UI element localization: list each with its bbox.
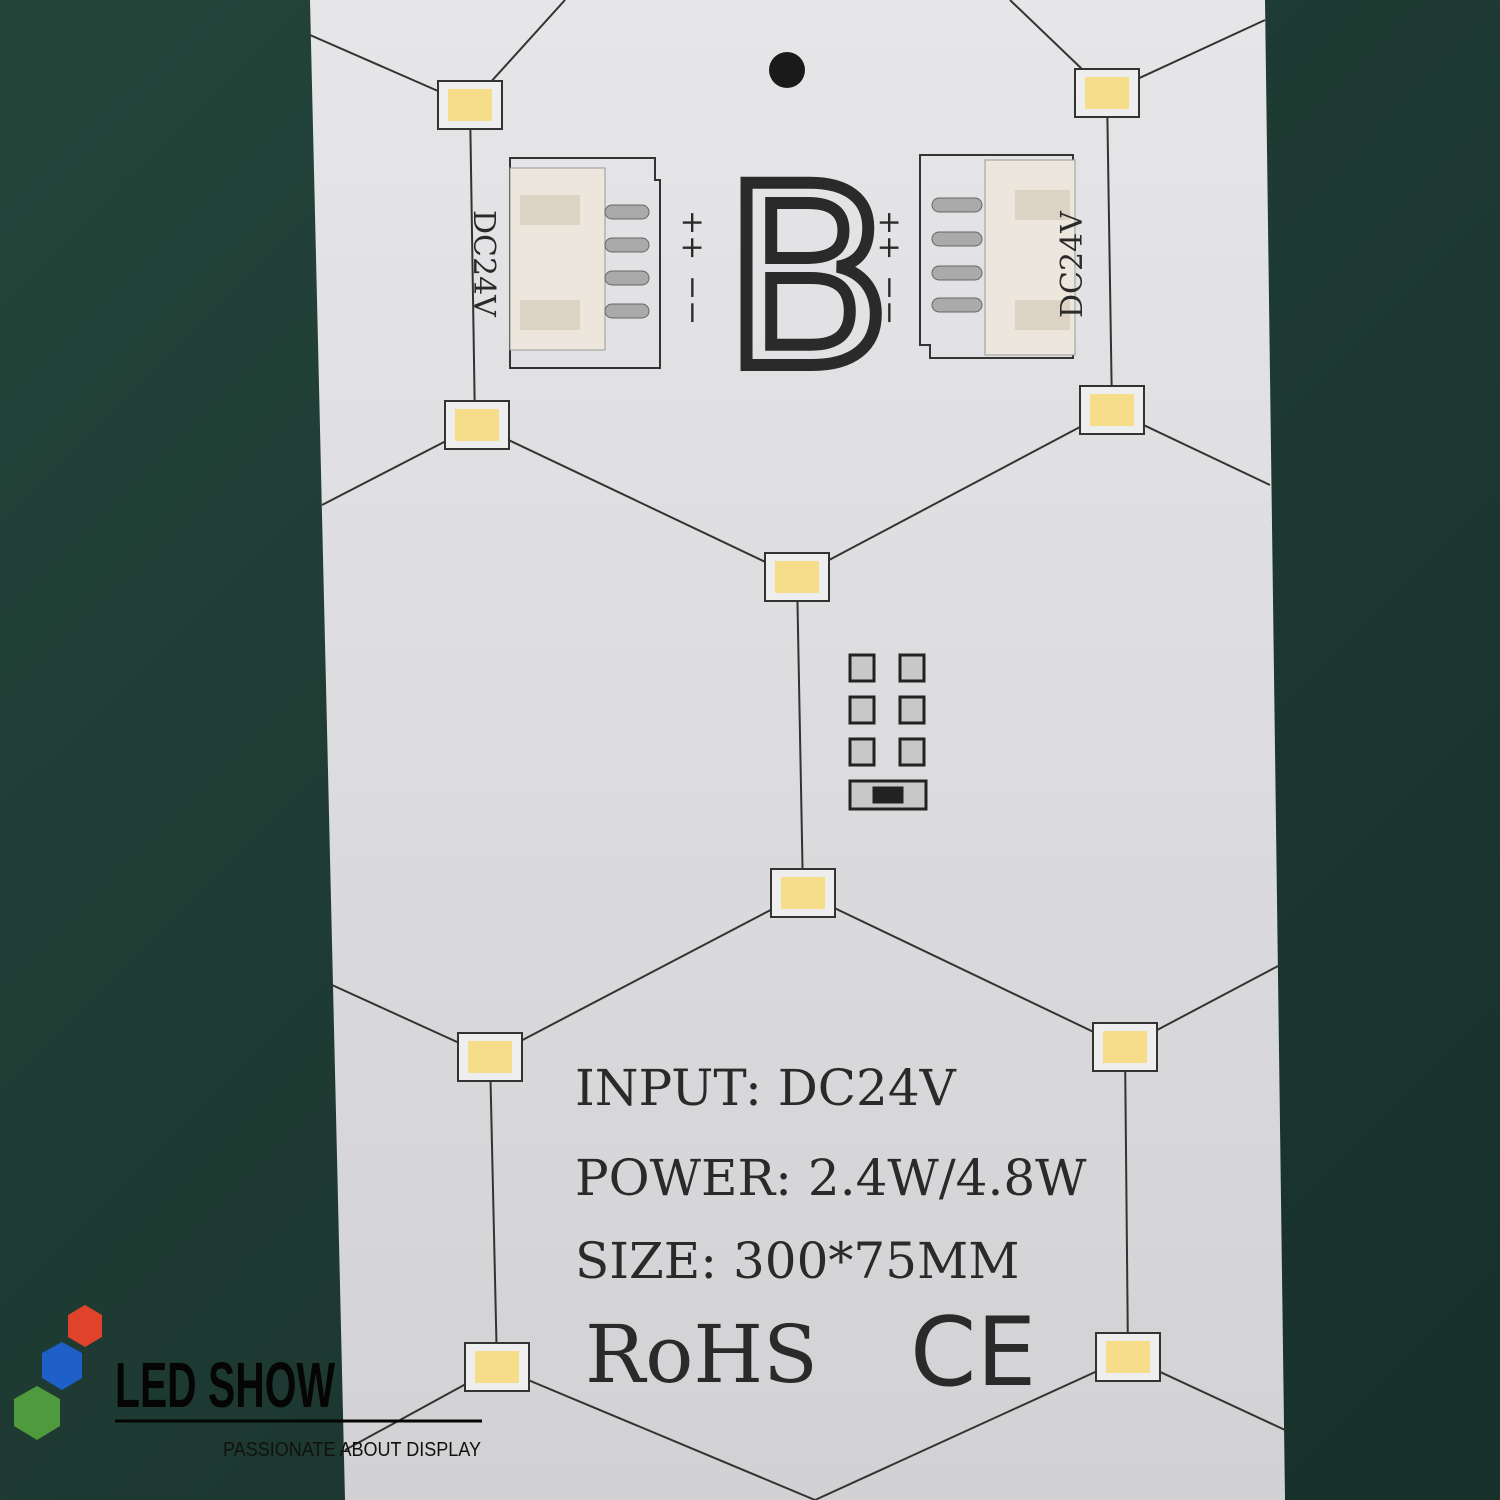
- logo-hex-green: [14, 1386, 60, 1440]
- led-array: [437, 68, 1161, 1392]
- led: [444, 400, 510, 450]
- board-letter: B: [722, 133, 894, 424]
- led: [1092, 1022, 1158, 1072]
- minus-marks-left: −−: [675, 275, 710, 325]
- led: [1079, 385, 1145, 435]
- logo-brand-text: LED SHOW: [115, 1349, 335, 1421]
- connector-right-label: DC24V: [1055, 210, 1090, 318]
- led: [770, 868, 836, 918]
- plus-marks-left: ++: [675, 210, 710, 260]
- input-spec: INPUT: DC24V: [575, 1059, 957, 1117]
- connector-left-label: DC24V: [466, 210, 501, 318]
- pcb-board: [310, 0, 1285, 1500]
- power-spec: POWER: 2.4W/4.8W: [575, 1149, 1087, 1207]
- led: [1095, 1332, 1161, 1382]
- logo-tagline: PASSIONATE ABOUT DISPLAY: [223, 1439, 481, 1461]
- rohs-mark: RoHS: [585, 1308, 818, 1401]
- resistor-pads: [848, 653, 928, 811]
- connector-left: DC24V: [466, 157, 661, 369]
- led: [464, 1342, 530, 1392]
- led: [764, 552, 830, 602]
- logo-hex-blue: [42, 1342, 82, 1390]
- led: [437, 80, 503, 130]
- led-show-logo: LED SHOW PASSIONATE ABOUT DISPLAY: [14, 1305, 482, 1461]
- ce-mark: CE: [910, 1298, 1036, 1408]
- minus-marks-right: −−: [872, 275, 907, 325]
- plus-marks-right: ++: [872, 210, 907, 260]
- led: [457, 1032, 523, 1082]
- led: [1074, 68, 1140, 118]
- connector-right: DC24V: [919, 154, 1090, 359]
- size-spec: SIZE: 300*75MM: [575, 1232, 1019, 1290]
- mounting-hole: [769, 52, 805, 88]
- logo-hex-red: [68, 1305, 102, 1347]
